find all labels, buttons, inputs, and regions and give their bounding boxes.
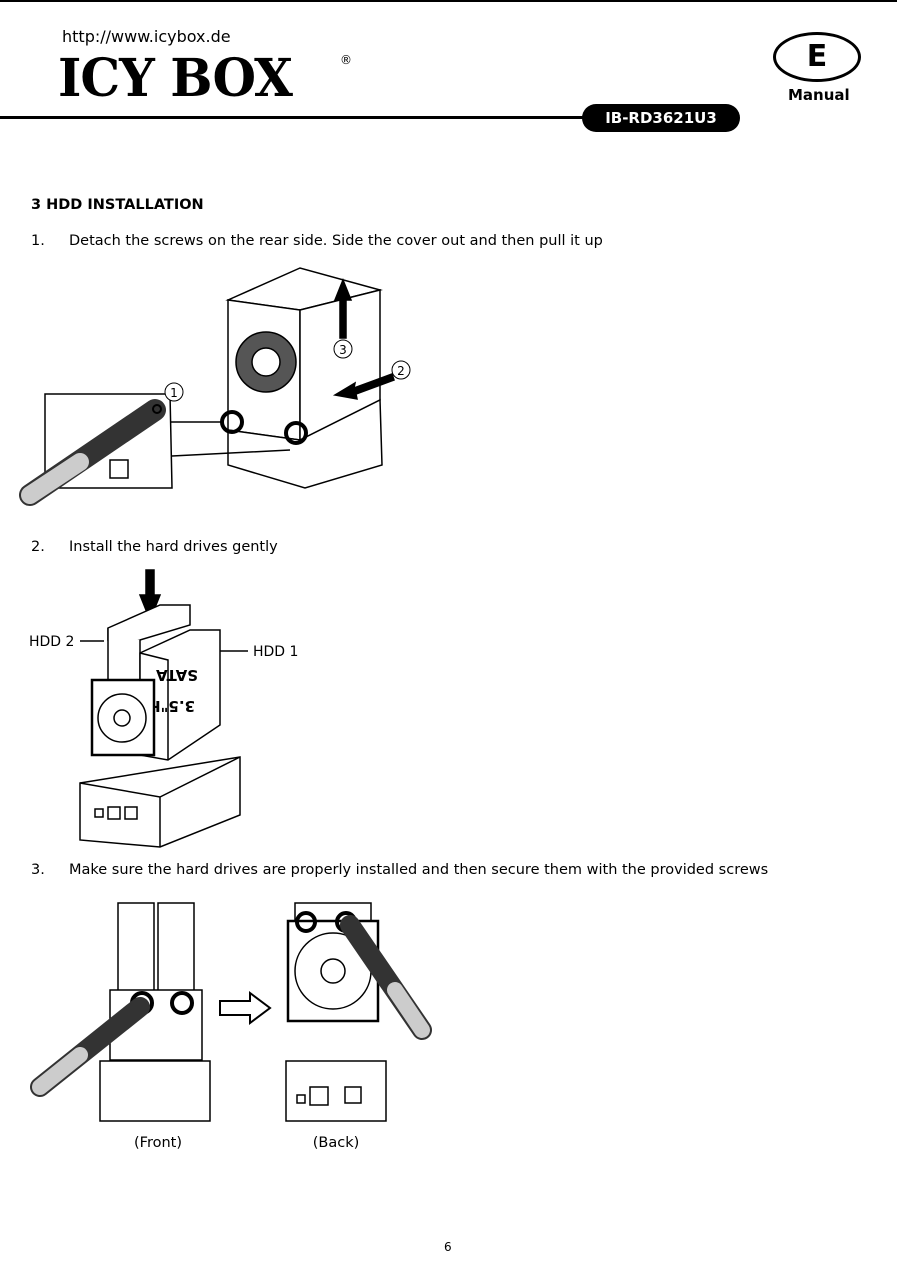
- header-rule: [0, 116, 600, 119]
- step-2: 2. Install the hard drives gently: [31, 539, 278, 555]
- website-url: http://www.icybox.de: [62, 27, 231, 46]
- hdd1-label: HDD 1: [253, 644, 298, 660]
- figure-secure-drives: (Front) (Back): [30, 902, 432, 1151]
- language-badge: E: [773, 32, 861, 82]
- step-number: 3.: [31, 862, 45, 878]
- step-text: Install the hard drives gently: [69, 539, 278, 555]
- step-3: 3. Make sure the hard drives are properly…: [31, 862, 768, 878]
- step-1: 1. Detach the screws on the rear side. Si…: [31, 233, 603, 249]
- step-number: 1.: [31, 233, 45, 249]
- step-text: Detach the screws on the rear side. Side…: [69, 233, 603, 249]
- svg-text:3: 3: [339, 343, 347, 357]
- arrow-right-icon: [219, 991, 272, 1025]
- callout-2: 2: [391, 360, 411, 380]
- figure-remove-cover: 1 2 3: [19, 267, 411, 506]
- svg-text:2: 2: [397, 364, 405, 378]
- step-text: Make sure the hard drives are properly i…: [69, 862, 769, 878]
- figure-install-drives: 3.5"HDD SATA HDD 2 HDD 1: [29, 569, 298, 848]
- manual-label: Manual: [788, 86, 850, 104]
- brand-logo: ICY BOX: [58, 46, 293, 109]
- enclosure-illustration: [19, 267, 383, 506]
- svg-text:1: 1: [170, 386, 178, 400]
- arrow-left-icon: [332, 373, 395, 400]
- front-view: [30, 902, 211, 1122]
- callout-1: 1: [164, 382, 184, 402]
- top-border: [0, 0, 897, 2]
- registered-mark: ®: [340, 53, 352, 67]
- model-badge: IB-RD3621U3: [582, 104, 740, 132]
- back-label: (Back): [313, 1135, 360, 1151]
- arrow-up-icon: [333, 277, 353, 339]
- back-view: [285, 902, 432, 1122]
- front-label: (Front): [134, 1135, 182, 1151]
- section-title: 3 HDD INSTALLATION: [31, 197, 204, 213]
- page-number: 6: [444, 1240, 452, 1254]
- callout-3: 3: [333, 339, 353, 359]
- drive-label: SATA: [156, 666, 198, 684]
- hdd2-label: HDD 2: [29, 634, 74, 650]
- step-number: 2.: [31, 539, 45, 555]
